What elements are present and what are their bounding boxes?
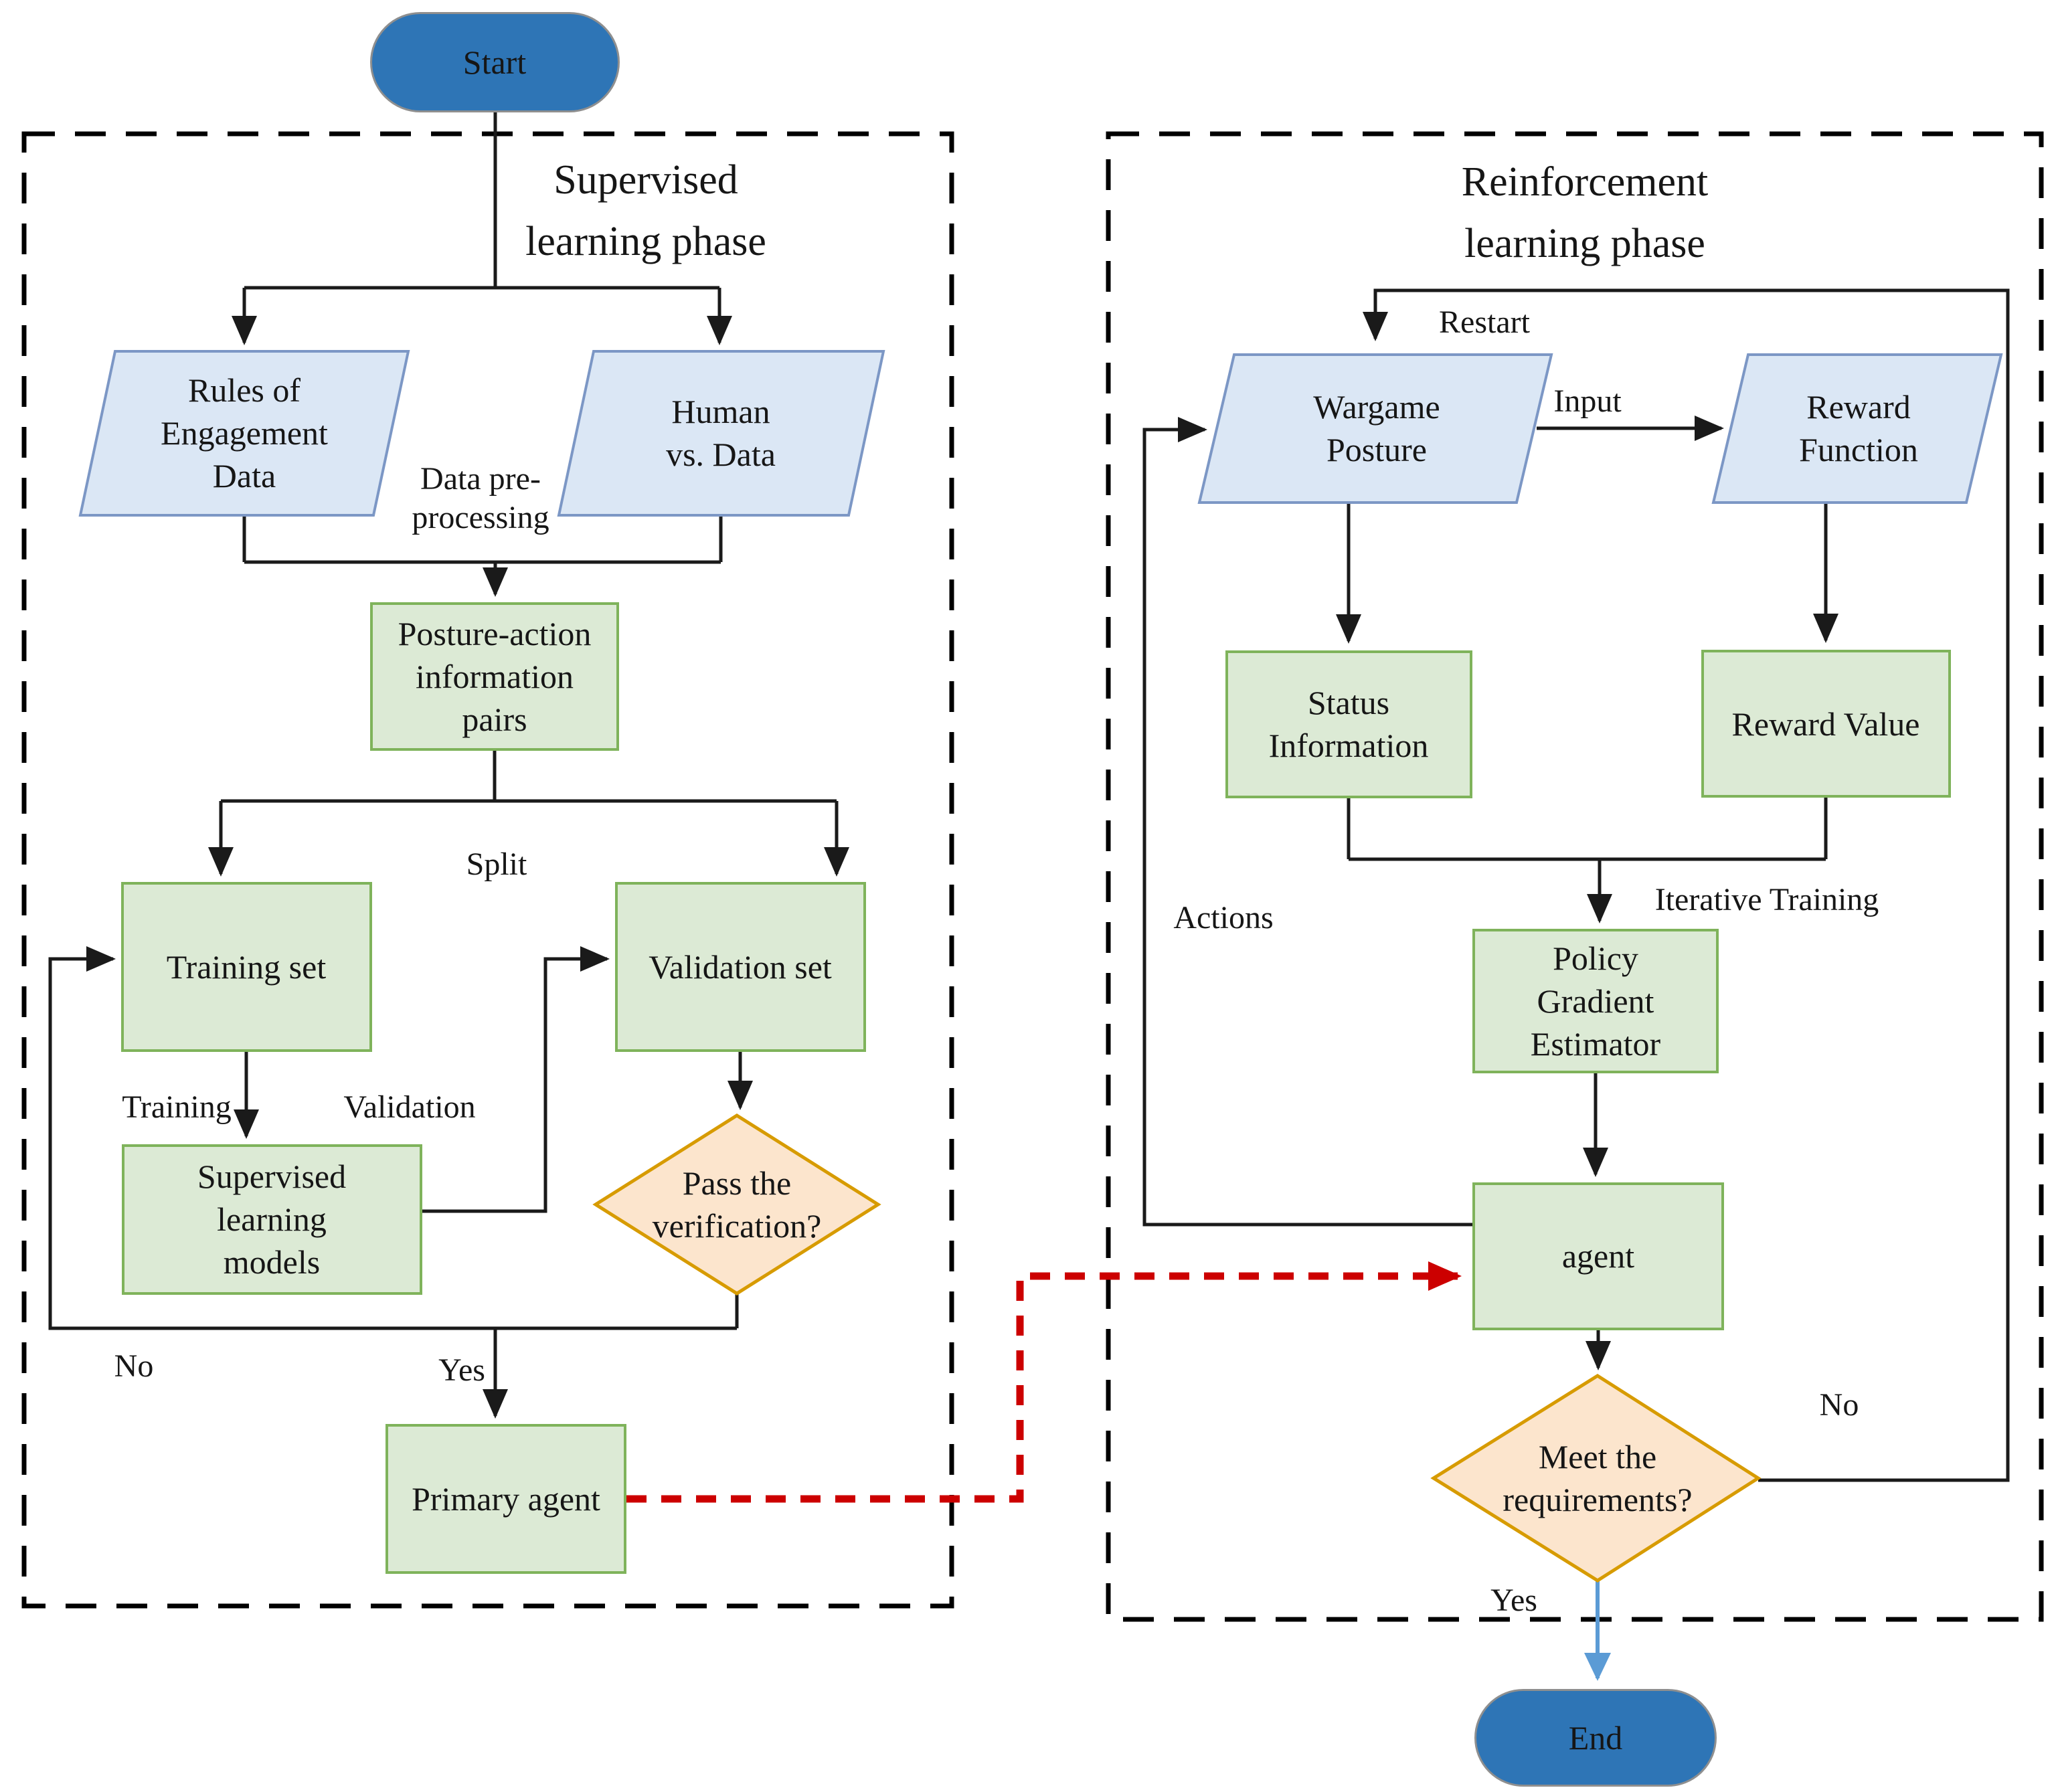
supervised-phase-border <box>21 131 954 1609</box>
human-parallelogram <box>557 350 885 517</box>
yes-left-label: Yes <box>438 1352 485 1388</box>
training-set-box <box>121 882 372 1052</box>
human-label: Human vs. Data <box>666 393 776 473</box>
pass-verification-diamond <box>592 1113 881 1295</box>
edge-restart-loop <box>1363 288 2010 1482</box>
reward-function-label: Reward Function <box>1799 388 1918 468</box>
edge-no-loop <box>48 946 737 1330</box>
status-info-box <box>1225 650 1472 798</box>
no-right-label: No <box>1819 1387 1859 1423</box>
reinforcement-phase-title: Reinforcement learning phase <box>1461 159 1709 266</box>
rules-parallelogram <box>78 350 410 517</box>
input-label: Input <box>1553 383 1622 419</box>
edge-primary-to-agent-red <box>626 1261 1462 1503</box>
validation-set-box <box>615 882 866 1052</box>
data-preprocessing-label: Data pre- processing <box>412 461 549 535</box>
reward-value-box <box>1701 650 1951 798</box>
supervised-phase-title: Supervised learning phase <box>525 157 766 264</box>
split-label: Split <box>466 846 527 882</box>
sl-models-box <box>122 1144 422 1295</box>
wargame-label: Wargame Posture <box>1313 388 1440 468</box>
rules-label: Rules of Engagement Data <box>161 371 328 495</box>
actions-label: Actions <box>1173 900 1274 935</box>
iterative-training-label: Iterative Training <box>1654 882 1879 917</box>
reward-value-label: Reward Value <box>1731 705 1920 743</box>
reinforcement-phase-border <box>1106 131 2044 1622</box>
wargame-parallelogram <box>1197 353 1553 504</box>
posture-pairs-label: Posture-action information pairs <box>398 615 592 738</box>
start-node <box>370 12 620 112</box>
edge-actions-loop <box>1142 417 1472 1227</box>
start-label: Start <box>462 43 527 81</box>
primary-agent-box <box>386 1424 626 1574</box>
training-set-label: Training set <box>166 948 327 986</box>
posture-pairs-box <box>370 602 619 751</box>
agent-box <box>1472 1182 1724 1330</box>
agent-label: agent <box>1561 1237 1635 1275</box>
validation-set-label: Validation set <box>649 948 832 986</box>
primary-agent-label: Primary agent <box>412 1480 600 1518</box>
pge-box <box>1472 929 1719 1073</box>
sl-models-label: Supervised learning models <box>197 1158 347 1281</box>
meet-requirements-diamond <box>1430 1374 1762 1583</box>
pge-label: Policy Gradient Estimator <box>1530 939 1661 1063</box>
restart-label: Restart <box>1439 304 1530 340</box>
status-info-label: Status Information <box>1268 684 1429 764</box>
end-node <box>1474 1689 1717 1787</box>
reward-function-parallelogram <box>1711 353 2003 504</box>
end-label: End <box>1568 1719 1623 1757</box>
yes-right-label: Yes <box>1490 1583 1537 1618</box>
pass-verification-label: Pass the verification? <box>652 1164 822 1245</box>
edge-models-to-validation <box>422 946 610 1213</box>
no-left-label: No <box>114 1348 154 1384</box>
training-edge-label: Training <box>122 1089 232 1125</box>
meet-requirements-label: Meet the requirements? <box>1503 1438 1693 1518</box>
validation-edge-label: Validation <box>343 1089 476 1125</box>
